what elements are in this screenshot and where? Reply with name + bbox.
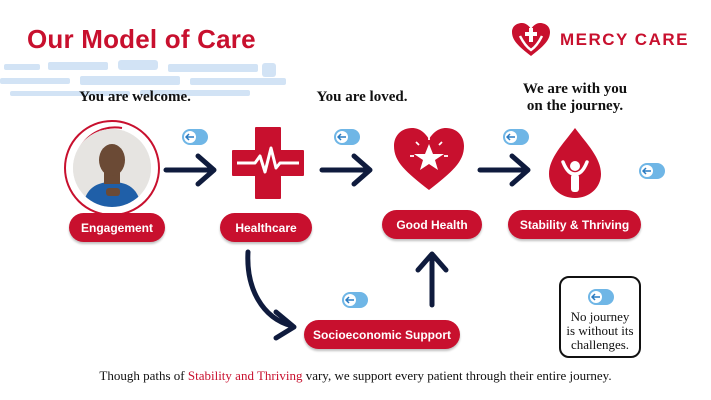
brand: MERCY CARE	[510, 22, 689, 58]
good-health-node: Good Health	[382, 210, 482, 239]
toggle-icon[interactable]	[342, 292, 368, 308]
caption-welcome: You are welcome.	[79, 89, 191, 105]
arrow-healthcare-to-socioeconomic	[245, 249, 297, 341]
toggle-icon[interactable]	[503, 129, 529, 145]
arrow-socioeconomic-to-goodhealth	[415, 251, 449, 308]
brand-name: MERCY CARE	[560, 30, 689, 49]
engagement-node: Engagement	[69, 213, 165, 242]
caption-journey-line2: on the journey.	[526, 98, 624, 114]
arrow-engagement-to-healthcare	[163, 153, 217, 187]
heart-cross-logo-icon	[512, 23, 550, 56]
patient-photo	[64, 120, 160, 216]
flame-person-icon	[549, 128, 601, 198]
heart-star-icon	[394, 128, 464, 190]
footer-text: Though paths of Stability and Thriving v…	[99, 368, 612, 383]
caption-journey-line1: We are with you	[522, 81, 628, 97]
toggle-icon[interactable]	[334, 129, 360, 145]
medical-cross-icon	[232, 127, 304, 199]
arrow-goodhealth-to-stability	[477, 153, 531, 187]
note-text: No journey is without its challenges.	[566, 309, 634, 352]
ghost-title-artifact	[0, 60, 286, 96]
toggle-icon[interactable]	[588, 289, 614, 305]
toggle-icon[interactable]	[639, 163, 665, 179]
caption-loved: You are loved.	[316, 89, 408, 105]
page-title: Our Model of Care	[27, 24, 256, 54]
arrow-healthcare-to-goodhealth	[319, 153, 373, 187]
healthcare-node: Healthcare	[220, 213, 312, 242]
caption-journey: We are with you on the journey.	[500, 81, 650, 115]
footer-highlight: Stability and Thriving	[187, 368, 303, 383]
socioeconomic-node: Socioeconomic Support	[304, 320, 460, 349]
toggle-icon[interactable]	[182, 129, 208, 145]
stability-node: Stability & Thriving	[508, 210, 641, 239]
challenges-note: No journey is without its challenges.	[559, 276, 641, 358]
